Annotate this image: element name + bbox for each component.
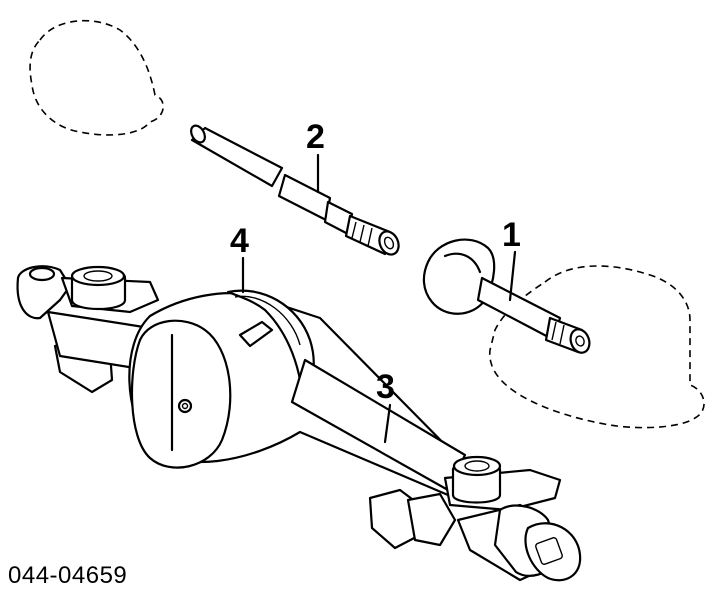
callout-2: 2	[306, 118, 325, 156]
callout-3: 3	[376, 368, 395, 406]
leader-line-1	[508, 250, 517, 302]
axle-housing-part-3	[16, 265, 582, 582]
callout-4: 4	[230, 222, 249, 260]
callout-1: 1	[502, 216, 521, 254]
leader-line-3	[383, 403, 392, 444]
phantom-outline-right	[489, 265, 705, 429]
part-number-label: 044-04659	[8, 562, 128, 589]
cv-shaft-part-1	[422, 238, 591, 354]
phantom-outline-top-left	[29, 19, 164, 136]
shaft-part-2	[190, 124, 400, 256]
